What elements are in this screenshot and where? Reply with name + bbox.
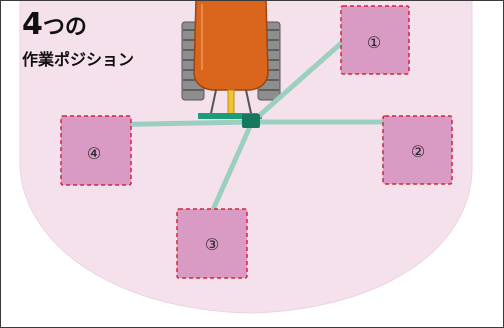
arm-base [198, 113, 262, 119]
robot-body [193, 0, 269, 91]
work-area [19, 0, 473, 314]
diagram-subtitle: 作業ポジション [22, 50, 135, 69]
work-position-4[interactable]: ④ [60, 115, 132, 186]
work-position-2[interactable]: ② [382, 115, 453, 185]
work-position-1[interactable]: ① [340, 5, 410, 75]
position-label: ③ [205, 235, 219, 254]
arm-hub [242, 114, 260, 128]
diagram-title: 4つの [22, 10, 87, 40]
title-suffix: つの [42, 15, 87, 40]
position-label: ④ [87, 144, 101, 163]
position-label: ② [411, 142, 425, 161]
work-position-3[interactable]: ③ [176, 208, 248, 279]
position-box [60, 115, 132, 186]
position-label: ① [367, 33, 381, 52]
position-box [176, 208, 248, 279]
path-to-position-3 [209, 119, 255, 215]
robot-tool [227, 89, 235, 115]
position-box [382, 115, 453, 185]
robot-icon [181, 0, 281, 119]
title-number: 4 [22, 7, 43, 42]
position-box [340, 5, 410, 75]
